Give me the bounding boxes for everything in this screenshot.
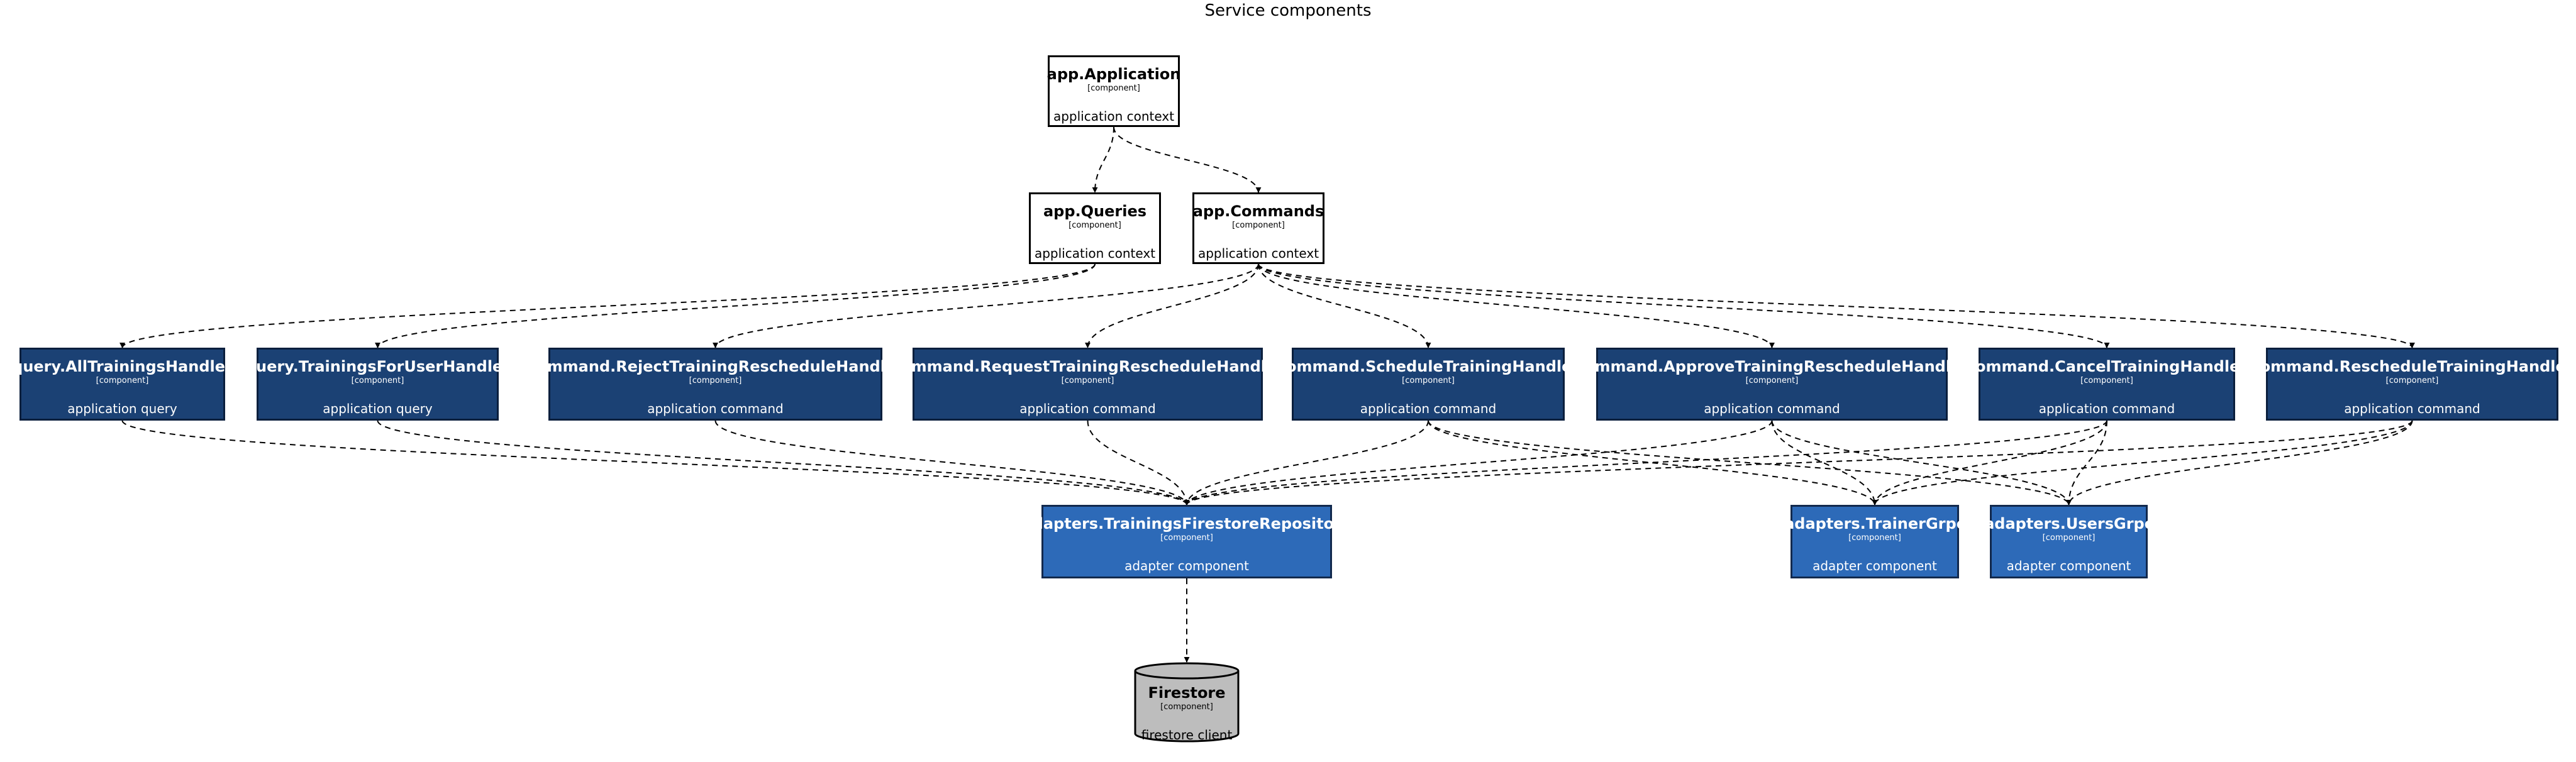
edge-cancel-to-firestore_repo	[1184, 420, 2107, 505]
node-kind: [component]	[1232, 221, 1285, 230]
node-description: application command	[2344, 401, 2480, 416]
node-firestore-database[interactable]: Firestore [component] firestore client	[1134, 662, 1240, 743]
edge-commands-to-reschedule	[1258, 263, 2415, 348]
node-schedule-training-handler[interactable]: command.ScheduleTrainingHandler [compone…	[1277, 348, 1579, 421]
node-app-queries[interactable]: app.Queries [component] application cont…	[1029, 192, 1161, 264]
edge-commands-to-schedule	[1258, 263, 1431, 348]
node-description: application context	[1034, 246, 1156, 261]
node-app-application[interactable]: app.Application [component] application …	[1046, 55, 1181, 127]
edge-commands-to-reject_reschedule	[713, 263, 1259, 348]
node-reschedule-training-handler[interactable]: command.RescheduleTrainingHandler [compo…	[2251, 348, 2573, 421]
node-description: application command	[1360, 401, 1497, 416]
node-description: application command	[1704, 401, 1840, 416]
node-name: command.RescheduleTrainingHandler	[2251, 358, 2573, 375]
node-name: app.Application	[1046, 65, 1181, 83]
cylinder-icon	[1134, 662, 1240, 743]
node-description: application command	[1019, 401, 1156, 416]
node-description: application command	[2038, 401, 2175, 416]
node-description: application context	[1053, 109, 1175, 124]
node-name: app.Queries	[1043, 202, 1147, 220]
node-name: app.Commands	[1192, 202, 1324, 220]
node-kind: [component]	[1069, 221, 1121, 230]
edge-approve_reschedule-to-trainer_grpc	[1771, 420, 1878, 505]
node-name: query.AllTrainingsHandler	[12, 358, 233, 375]
node-name: query.TrainingsForUserHandler	[245, 358, 511, 375]
edge-all_trainings-to-firestore_repo	[121, 420, 1190, 505]
edge-approve_reschedule-to-firestore_repo	[1184, 420, 1773, 505]
node-description: application query	[67, 401, 177, 416]
edge-commands-to-cancel	[1258, 263, 2110, 348]
edge-reject_reschedule-to-firestore_repo	[714, 420, 1190, 505]
node-app-commands[interactable]: app.Commands [component] application con…	[1192, 192, 1324, 264]
node-name: command.CancelTrainingHandler	[1966, 358, 2248, 375]
node-reject-training-reschedule-handler[interactable]: command.RejectTrainingRescheduleHandler …	[528, 348, 903, 421]
node-name: adapters.TrainingsFirestoreRepository	[1022, 515, 1352, 533]
node-name: adapters.UsersGrpc	[1984, 515, 2153, 533]
node-kind: [component]	[351, 376, 404, 385]
edge-queries-to-all_trainings	[119, 263, 1096, 348]
node-users-grpc[interactable]: adapters.UsersGrpc [component] adapter c…	[1984, 505, 2153, 578]
edge-queries-to-trainings_for_user	[375, 263, 1096, 348]
node-cancel-training-handler[interactable]: command.CancelTrainingHandler [component…	[1967, 348, 2247, 421]
edge-trainings_for_user-to-firestore_repo	[377, 420, 1190, 505]
edge-reschedule-to-users_grpc	[2066, 420, 2413, 505]
edge-application-to-commands	[1113, 126, 1262, 193]
node-kind: [component]	[1061, 376, 1114, 385]
node-kind: [component]	[1160, 702, 1213, 712]
edge-cancel-to-trainer_grpc	[1872, 420, 2107, 505]
diagram-title: Service components	[1204, 1, 1372, 20]
node-kind: [component]	[2385, 376, 2439, 385]
edge-schedule-to-firestore_repo	[1184, 420, 1429, 505]
node-description: firestore client	[1141, 727, 1233, 743]
node-kind: [component]	[1087, 84, 1140, 93]
edge-application-to-queries	[1092, 126, 1114, 193]
node-kind: [component]	[1402, 376, 1455, 385]
node-kind: [component]	[689, 376, 742, 385]
node-name: command.RequestTrainingRescheduleHandler	[891, 358, 1284, 375]
node-name: Firestore	[1148, 684, 1226, 702]
node-trainer-grpc[interactable]: adapters.TrainerGrpc [component] adapter…	[1784, 505, 1965, 578]
node-name: command.ApproveTrainingRescheduleHandler	[1575, 358, 1969, 375]
edge-schedule-to-users_grpc	[1428, 420, 2072, 505]
node-description: application context	[1197, 246, 1319, 261]
edge-approve_reschedule-to-users_grpc	[1771, 420, 2072, 505]
node-kind: [component]	[1848, 533, 1901, 543]
node-name: adapters.TrainerGrpc	[1784, 515, 1965, 533]
edge-commands-to-request_reschedule	[1085, 263, 1259, 348]
node-description: adapter component	[1124, 558, 1249, 573]
node-trainings-firestore-repository[interactable]: adapters.TrainingsFirestoreRepository [c…	[1022, 505, 1352, 578]
edge-schedule-to-trainer_grpc	[1428, 420, 1878, 505]
node-kind: [component]	[1160, 533, 1213, 543]
edge-request_reschedule-to-firestore_repo	[1087, 420, 1190, 505]
node-name: command.ScheduleTrainingHandler	[1277, 358, 1580, 375]
node-name: command.RejectTrainingRescheduleHandler	[527, 358, 904, 375]
node-kind: [component]	[1745, 376, 1799, 385]
edge-reschedule-to-trainer_grpc	[1872, 420, 2413, 505]
node-trainings-for-user-handler[interactable]: query.TrainingsForUserHandler [component…	[245, 348, 510, 421]
node-description: application query	[323, 401, 433, 416]
node-request-training-reschedule-handler[interactable]: command.RequestTrainingRescheduleHandler…	[892, 348, 1284, 421]
node-kind: [component]	[96, 376, 149, 385]
edge-reschedule-to-firestore_repo	[1184, 420, 2413, 505]
node-description: adapter component	[1813, 558, 1937, 573]
node-kind: [component]	[2042, 533, 2096, 543]
node-approve-training-reschedule-handler[interactable]: command.ApproveTrainingRescheduleHandler…	[1575, 348, 1968, 421]
edge-commands-to-approve_reschedule	[1258, 263, 1775, 348]
node-all-trainings-handler[interactable]: query.AllTrainingsHandler [component] ap…	[12, 348, 233, 421]
node-description: application command	[647, 401, 784, 416]
edge-cancel-to-users_grpc	[2066, 420, 2107, 505]
node-kind: [component]	[2080, 376, 2133, 385]
node-description: adapter component	[2006, 558, 2131, 573]
